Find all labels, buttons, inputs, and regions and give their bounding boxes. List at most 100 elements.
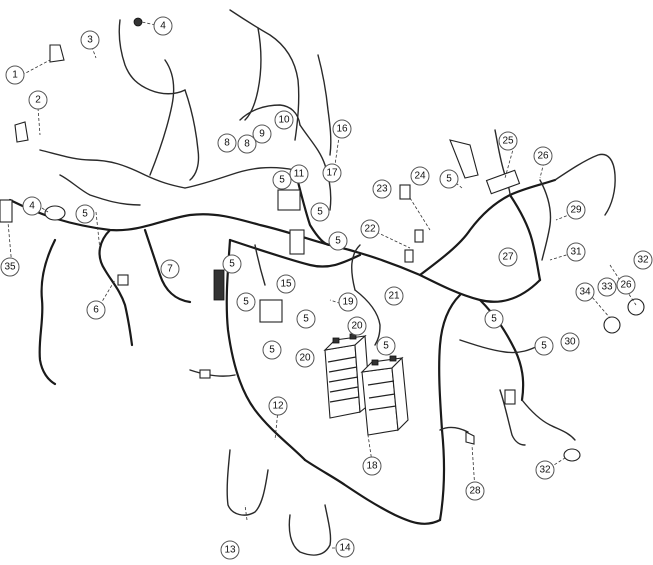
callout-5-a: 5 — [75, 204, 95, 224]
callout-10: 10 — [274, 110, 294, 130]
callout-31: 31 — [566, 242, 586, 262]
callout-34: 34 — [575, 282, 595, 302]
harness-upper-branches — [39, 9, 332, 211]
svg-text:5: 5 — [335, 236, 341, 247]
callout-8-a: 8 — [217, 133, 237, 153]
connector-block — [289, 229, 305, 255]
callout-23: 23 — [372, 179, 392, 199]
callout-11: 11 — [289, 164, 309, 184]
svg-text:18: 18 — [366, 461, 378, 472]
callout-25: 25 — [498, 131, 518, 151]
svg-text:16: 16 — [336, 124, 348, 135]
callout-5-j: 5 — [439, 169, 459, 189]
svg-text:4: 4 — [160, 21, 166, 32]
grommet-4 — [44, 205, 66, 221]
svg-text:5: 5 — [269, 345, 275, 356]
svg-text:5: 5 — [229, 259, 235, 270]
svg-text:12: 12 — [272, 401, 284, 412]
callout-5-g: 5 — [262, 340, 282, 360]
svg-text:5: 5 — [383, 341, 389, 352]
callout-35: 35 — [0, 257, 20, 277]
terminal-strip — [485, 169, 521, 195]
battery-right — [360, 355, 409, 436]
svg-text:31: 31 — [570, 247, 582, 258]
svg-text:5: 5 — [317, 207, 323, 218]
callout-2: 2 — [28, 90, 48, 110]
svg-text:19: 19 — [342, 297, 354, 308]
callout-5-f: 5 — [236, 292, 256, 312]
callout-14: 14 — [335, 538, 355, 558]
svg-text:2: 2 — [35, 95, 41, 106]
svg-text:24: 24 — [414, 171, 426, 182]
callout-13: 13 — [220, 540, 240, 560]
module-box — [259, 299, 283, 323]
svg-text:27: 27 — [502, 252, 514, 263]
fuse-block — [213, 269, 225, 301]
callout-16: 16 — [332, 119, 352, 139]
gasket-2 — [14, 121, 29, 143]
callout-27: 27 — [498, 247, 518, 267]
bracket-25 — [449, 139, 479, 179]
svg-text:28: 28 — [469, 486, 481, 497]
svg-text:26: 26 — [537, 151, 549, 162]
svg-text:32: 32 — [539, 465, 551, 476]
svg-text:33: 33 — [601, 282, 613, 293]
svg-text:5: 5 — [82, 209, 88, 220]
callout-32-top: 32 — [633, 250, 653, 270]
svg-text:23: 23 — [376, 184, 388, 195]
callout-26-a: 26 — [533, 146, 553, 166]
callout-7: 7 — [160, 259, 180, 279]
ring-33 — [603, 316, 621, 334]
svg-text:5: 5 — [279, 175, 285, 186]
callout-6: 6 — [86, 300, 106, 320]
callout-30: 30 — [560, 332, 580, 352]
callout-24: 24 — [410, 166, 430, 186]
callout-32-bottom: 32 — [535, 460, 555, 480]
svg-text:10: 10 — [278, 115, 290, 126]
svg-text:5: 5 — [541, 341, 547, 352]
connector-23 — [399, 184, 411, 200]
gasket-1 — [49, 44, 65, 63]
callout-26-b: 26 — [616, 275, 636, 295]
svg-text:4: 4 — [29, 201, 35, 212]
grommet-4-top — [133, 17, 143, 27]
callout-33: 33 — [597, 277, 617, 297]
svg-text:25: 25 — [502, 136, 514, 147]
svg-text:21: 21 — [388, 291, 400, 302]
svg-text:9: 9 — [259, 129, 265, 140]
svg-text:5: 5 — [243, 297, 249, 308]
callout-5-k: 5 — [484, 309, 504, 329]
callout-28: 28 — [465, 481, 485, 501]
svg-text:20: 20 — [351, 321, 363, 332]
callout-18: 18 — [362, 456, 382, 476]
svg-text:32: 32 — [637, 255, 649, 266]
callout-21: 21 — [384, 286, 404, 306]
svg-text:26: 26 — [620, 280, 632, 291]
connector-lower-left — [199, 369, 211, 379]
connector-22b — [404, 249, 414, 263]
callout-22: 22 — [360, 219, 380, 239]
svg-text:5: 5 — [491, 314, 497, 325]
svg-text:30: 30 — [564, 337, 576, 348]
svg-text:35: 35 — [4, 262, 16, 273]
connector-lower-right — [504, 389, 516, 405]
svg-text:7: 7 — [167, 264, 173, 275]
callout-5-i: 5 — [376, 336, 396, 356]
main-plug — [0, 199, 13, 223]
svg-text:3: 3 — [87, 35, 93, 46]
svg-text:5: 5 — [446, 174, 452, 185]
callout-5-c: 5 — [310, 202, 330, 222]
callout-4-top: 4 — [153, 16, 173, 36]
svg-text:1: 1 — [12, 70, 18, 81]
terminal-32-ring — [627, 298, 645, 316]
callout-5-d: 5 — [328, 231, 348, 251]
callout-20-a: 20 — [295, 348, 315, 368]
callout-15: 15 — [276, 274, 296, 294]
relay-block — [277, 189, 301, 211]
svg-text:5: 5 — [303, 314, 309, 325]
svg-text:17: 17 — [326, 168, 338, 179]
svg-text:29: 29 — [570, 205, 582, 216]
svg-text:8: 8 — [224, 138, 230, 149]
